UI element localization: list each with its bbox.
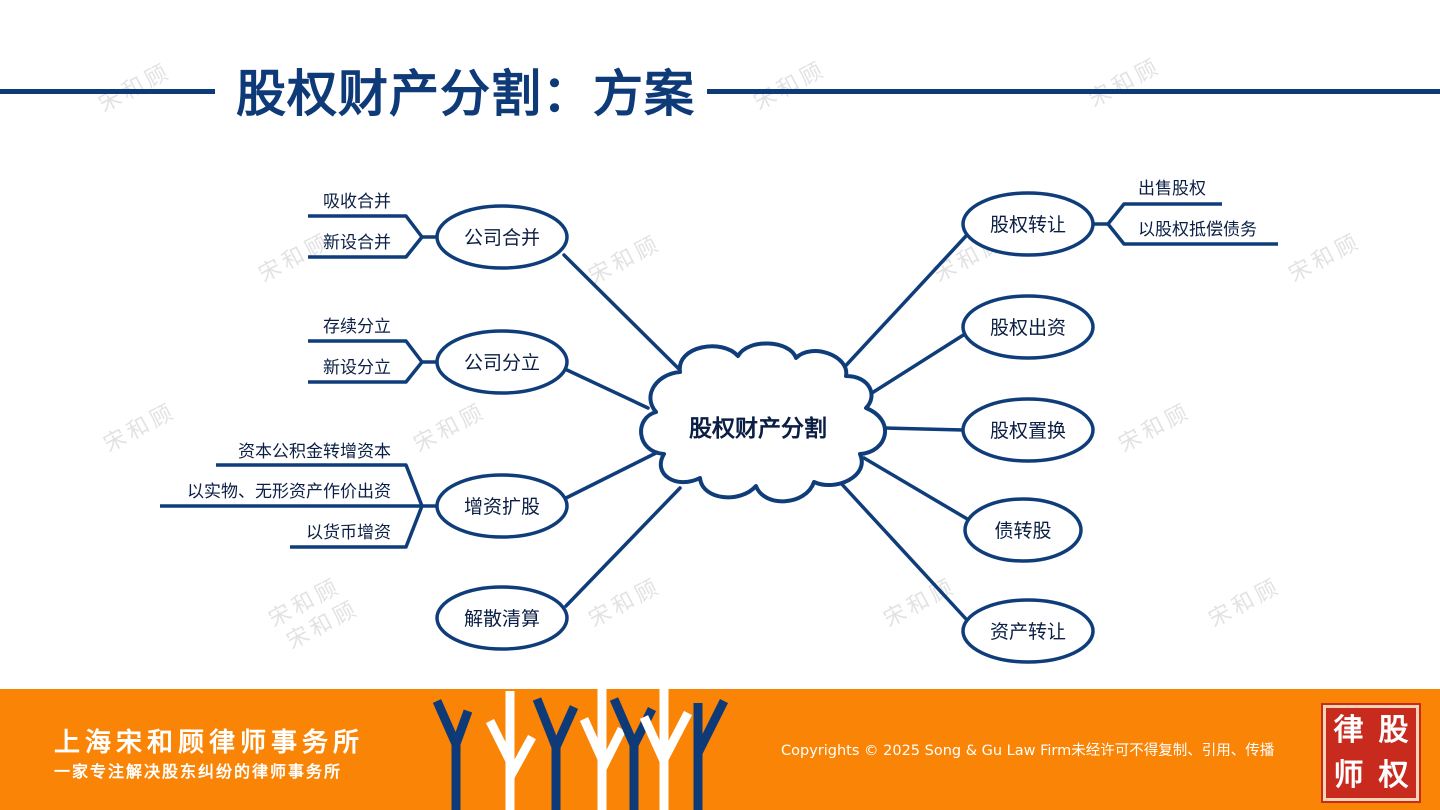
branch-node-label: 解散清算: [464, 608, 540, 630]
branch-node-label: 公司合并: [464, 227, 540, 249]
edge-center-branch: [836, 478, 968, 621]
edge-center-branch: [564, 448, 664, 500]
branch-node-company-split[interactable]: 公司分立: [435, 329, 569, 395]
copyright-notice: Copyrights © 2025 Song & Gu Law Firm未经许可…: [781, 743, 1275, 759]
branch-node-label: 债转股: [994, 520, 1051, 542]
edge-center-branch: [862, 456, 971, 522]
leaf-label: 以股权抵偿债务: [1138, 220, 1257, 240]
leaf-labels: 吸收合并 新设合并 存续分立 新设分立 资本公积金转增资本 以实物、无形资产作价…: [187, 179, 1257, 543]
branch-node-shape: [961, 598, 1095, 664]
page-title: 股权财产分割：方案: [236, 65, 695, 123]
branch-node-company-merger[interactable]: 公司合并: [435, 204, 569, 270]
leaf-label: 存续分立: [323, 317, 391, 337]
edge-center-branch: [565, 368, 650, 410]
edge-branch-leaf: [1106, 222, 1278, 246]
branch-node-equity-contribution[interactable]: 股权出资: [961, 294, 1095, 360]
seal-stamp: 律 股 师 权: [1323, 705, 1419, 801]
leaf-label: 出售股权: [1138, 179, 1206, 199]
edges: [160, 202, 1278, 621]
title-rule-right: [707, 89, 1440, 94]
seal-char: 股: [1378, 712, 1409, 748]
leaf-label: 以货币增资: [306, 523, 391, 543]
edge-center-branch: [862, 332, 967, 400]
edge-center-branch: [562, 253, 684, 374]
edge-branch-leaf: [308, 339, 437, 364]
branch-node-equity-transfer[interactable]: 股权转让: [961, 191, 1095, 257]
edge-center-branch: [836, 234, 968, 376]
branch-node-shape: [963, 497, 1083, 563]
seal-char: 律: [1333, 712, 1364, 748]
leaf-label: 新设分立: [323, 358, 391, 378]
mind-map: 股权财产分割 公司合并 公司分立 增资扩股 解散清算 股权转让 股权出资: [160, 179, 1278, 664]
branch-node-equity-swap[interactable]: 股权置换: [961, 397, 1095, 463]
leaf-label: 吸收合并: [323, 192, 391, 212]
leaf-label: 新设合并: [323, 233, 391, 253]
seal-char: 师: [1333, 757, 1364, 793]
branch-node-shape: [435, 473, 569, 539]
firm-slogan: 一家专注解决股东纠纷的律师事务所: [54, 762, 343, 781]
edge-branch-leaf: [216, 463, 437, 508]
branch-node-capital-increase[interactable]: 增资扩股: [435, 473, 569, 539]
edge-branch-leaf: [1093, 202, 1222, 226]
edge-center-branch: [564, 486, 682, 608]
branch-node-label: 资产转让: [990, 621, 1066, 643]
center-node[interactable]: 股权财产分割: [639, 341, 887, 504]
seal-char: 权: [1378, 757, 1409, 793]
firm-name: 上海宋和顾律师事务所: [54, 728, 365, 758]
edge-branch-leaf: [308, 360, 424, 384]
branch-node-label: 股权置换: [990, 420, 1066, 442]
edge-branch-leaf: [308, 214, 437, 239]
branch-node-shape: [961, 191, 1095, 257]
edge-branch-leaf: [308, 235, 424, 259]
title-rule-left: [0, 89, 215, 94]
branch-node-label: 股权出资: [990, 317, 1066, 339]
edge-branch-leaf: [290, 505, 424, 549]
branch-node-asset-transfer[interactable]: 资产转让: [961, 598, 1095, 664]
edge-center-branch: [884, 426, 965, 432]
branch-node-shape: [435, 585, 569, 651]
branch-node-shape: [961, 397, 1095, 463]
branch-node-shape: [961, 294, 1095, 360]
leaf-label: 资本公积金转增资本: [238, 442, 391, 462]
leaf-label: 以实物、无形资产作价出资: [187, 482, 391, 502]
branch-node-label: 股权转让: [990, 214, 1066, 236]
center-cloud-shape: [639, 341, 887, 504]
branch-node-dissolution[interactable]: 解散清算: [435, 585, 569, 651]
branch-node-label: 增资扩股: [464, 496, 540, 518]
branch-node-label: 公司分立: [464, 352, 540, 374]
center-label: 股权财产分割: [689, 415, 827, 442]
branch-node-shape: [435, 204, 569, 270]
branch-node-shape: [435, 329, 569, 395]
branch-node-debt-to-equity[interactable]: 债转股: [963, 497, 1083, 563]
firm-logo-graphic: [432, 689, 729, 810]
